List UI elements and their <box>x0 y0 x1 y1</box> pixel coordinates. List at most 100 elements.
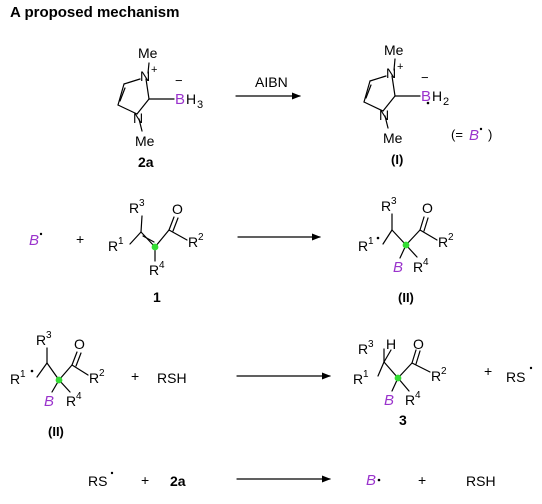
superscript: 1 <box>20 369 26 380</box>
radical-dot <box>426 101 430 105</box>
hydrogen-label: H <box>386 336 396 352</box>
thiyl-radical: RS <box>88 473 107 489</box>
plus-sign: + <box>131 368 139 384</box>
nitrogen-label: N <box>386 65 396 81</box>
paren-close: ) <box>488 127 492 142</box>
r-group: R <box>353 371 363 387</box>
oxygen-atom: O <box>172 201 183 217</box>
radical-dot <box>377 478 381 482</box>
nitrogen-label: N <box>379 107 389 123</box>
plus-sign: + <box>141 472 149 488</box>
charge-minus: − <box>421 70 429 85</box>
subscript: 2 <box>443 96 449 108</box>
superscript: 1 <box>368 236 374 247</box>
nitrogen-label: N <box>140 68 150 84</box>
r-group: R <box>129 200 139 216</box>
superscript: 1 <box>363 369 369 380</box>
r-group: R <box>36 332 46 348</box>
product-3 <box>377 348 431 392</box>
superscript: 2 <box>448 232 454 243</box>
charge-plus: + <box>397 61 403 73</box>
r-group: R <box>149 262 159 278</box>
superscript: 2 <box>441 366 447 377</box>
thiol-rsh: RSH <box>466 473 496 489</box>
radical-dot <box>376 236 380 240</box>
me-label: Me <box>383 130 403 146</box>
compound-label-I: (I) <box>391 152 403 167</box>
alpha-boryl-radical-II <box>382 213 438 259</box>
hydrogen-label: H <box>432 88 442 104</box>
superscript: 3 <box>391 196 397 207</box>
boron-atom: B <box>175 91 185 108</box>
me-label: Me <box>384 42 404 58</box>
superscript: 4 <box>423 257 429 268</box>
me-label: Me <box>138 45 158 61</box>
radical-II-reactant <box>36 347 89 393</box>
superscript: 1 <box>118 236 124 247</box>
r-group: R <box>358 341 368 357</box>
superscript: 2 <box>198 232 204 243</box>
radical-dot <box>39 232 43 236</box>
enone-substrate-1 <box>129 215 188 262</box>
r-group: R <box>438 234 448 250</box>
r-group: R <box>108 238 118 254</box>
nhc-borane-2a <box>117 62 175 132</box>
plus-sign: + <box>418 472 426 488</box>
thiol-rsh: RSH <box>157 370 187 386</box>
superscript: 3 <box>139 198 145 209</box>
radical-carbon-dot <box>394 374 402 382</box>
r-group: R <box>66 393 76 409</box>
me-label: Me <box>135 133 155 149</box>
superscript: 4 <box>159 260 165 271</box>
compound-label-3: 3 <box>399 412 407 428</box>
plus-sign: + <box>76 231 84 247</box>
superscript: 4 <box>76 391 82 402</box>
compound-label-II: (II) <box>48 424 64 439</box>
oxygen-atom: O <box>413 336 424 352</box>
plus-sign: + <box>484 363 492 379</box>
compound-label-2a: 2a <box>170 473 186 489</box>
radical-carbon-dot <box>55 376 63 384</box>
nitrogen-label: N <box>133 110 143 126</box>
oxygen-atom: O <box>74 336 85 352</box>
hydrogen-label: H <box>186 91 196 107</box>
r-group: R <box>405 392 415 408</box>
radical-dot <box>479 127 483 131</box>
superscript: 2 <box>99 368 105 379</box>
boryl-symbol: B <box>469 127 479 144</box>
arrow-label-aibn: AIBN <box>255 74 288 90</box>
r-group: R <box>413 259 423 275</box>
subscript: 3 <box>197 99 203 111</box>
boron-atom: B <box>384 392 394 409</box>
charge-minus: − <box>175 73 183 88</box>
boryl-radical: B <box>366 472 376 489</box>
r-group: R <box>89 370 99 386</box>
thiyl-radical: RS <box>506 369 525 385</box>
r-group: R <box>358 238 368 254</box>
charge-plus: + <box>151 64 157 76</box>
nhc-boryl-radical-I <box>363 58 421 129</box>
equals-open: (= <box>451 127 463 142</box>
compound-label-1: 1 <box>153 289 161 305</box>
boron-atom: B <box>421 88 431 105</box>
compound-label-2a: 2a <box>138 154 154 170</box>
scheme-title: A proposed mechanism <box>10 4 180 21</box>
boron-atom: B <box>393 259 403 276</box>
superscript: 3 <box>368 339 374 350</box>
r-group: R <box>381 198 391 214</box>
boryl-radical: B <box>29 232 39 249</box>
r-group: R <box>188 234 198 250</box>
radical-dot <box>30 369 34 373</box>
r-group: R <box>431 368 441 384</box>
oxygen-atom: O <box>422 200 433 216</box>
radical-dot <box>110 471 114 475</box>
radical-dot <box>529 366 533 370</box>
compound-label-II: (II) <box>398 290 414 305</box>
radical-carbon-dot <box>402 241 410 249</box>
r-group: R <box>10 371 20 387</box>
superscript: 4 <box>415 390 421 401</box>
boron-atom: B <box>44 393 54 410</box>
superscript: 3 <box>46 330 52 341</box>
radical-carbon-dot <box>151 243 159 251</box>
